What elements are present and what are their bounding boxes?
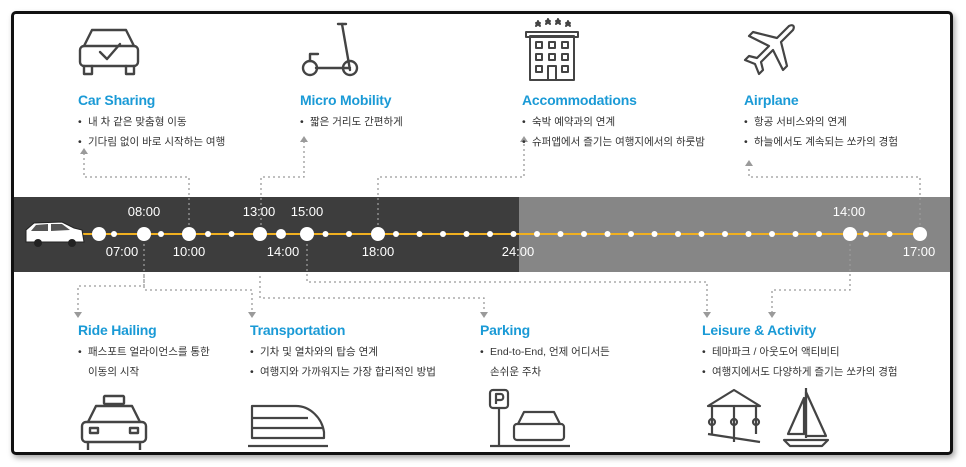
taxi-icon [80, 394, 148, 450]
timeline-dot [792, 231, 799, 237]
timeline-dot [534, 231, 540, 237]
bullet: 숙박 예약과의 연계 [522, 112, 705, 132]
timeline-dot [816, 231, 822, 237]
timeline-dot [628, 231, 634, 237]
section-leisure-activity: Leisure & Activity 테마파크 / 아웃도어 액티비티 여행지에… [702, 322, 898, 382]
timeline-dot [722, 231, 728, 237]
connector-car-sharing [83, 154, 190, 230]
airplane-icon [743, 24, 795, 76]
timeline-dot [581, 231, 587, 237]
section-transportation: Transportation 기차 및 열차와의 탑승 연계 여행지와 가까워지… [250, 322, 436, 382]
connector-transportation [143, 276, 253, 312]
carousel-sailboat-icon [706, 388, 830, 448]
section-title: Airplane [744, 92, 799, 108]
node-1700-day2 [913, 227, 927, 241]
timeline-dot [416, 231, 423, 237]
timeline-dot [675, 231, 681, 237]
timeline-dot [863, 231, 869, 237]
bullet: 슈퍼앱에서 즐기는 여행지에서의 하룻밤 [522, 132, 705, 152]
car-icon [25, 221, 85, 247]
node-0700 [92, 227, 106, 241]
bullet: 기차 및 열차와의 탑승 연계 [250, 342, 436, 362]
timeline-dot [769, 231, 775, 237]
time-1400: 14:00 [266, 244, 300, 259]
node-1800 [371, 227, 385, 241]
section-title: Micro Mobility [300, 92, 392, 108]
bullet: 패스포트 얼라이언스를 통한 [78, 342, 210, 362]
section-title: Car Sharing [78, 92, 156, 108]
section-title: Parking [480, 322, 530, 338]
connector-accommodations [377, 142, 525, 230]
section-title: Accommodations [522, 92, 637, 108]
timeline-dot [745, 231, 752, 237]
time-0700: 07:00 [105, 244, 139, 259]
timeline-dot [604, 231, 611, 237]
time-1800: 18:00 [361, 244, 395, 259]
timeline-dot [651, 231, 658, 237]
section-title: Leisure & Activity [702, 322, 817, 338]
connector-leisure-b [771, 234, 851, 312]
node-1500 [300, 227, 314, 241]
timeline-dot [886, 231, 893, 237]
node-1400 [276, 229, 286, 239]
timeline-dot [322, 231, 329, 237]
timeline-major-nodes [92, 227, 927, 241]
node-1300 [253, 227, 267, 241]
bullet: 항공 서비스와의 연계 [744, 112, 898, 132]
connector-ride-hailing [77, 234, 145, 312]
timeline-dot [111, 231, 117, 237]
bullet-continuation: 손쉬운 주차 [490, 366, 542, 378]
node-0800 [137, 227, 151, 241]
timeline-dot [487, 231, 493, 237]
node-1000 [182, 227, 196, 241]
node-1400-day2 [843, 227, 857, 241]
bullet: 여행지에서도 다양하게 즐기는 쏘카의 경험 [702, 362, 898, 382]
connector-parking [259, 276, 485, 312]
bullet: 여행지와 가까워지는 가장 합리적인 방법 [250, 362, 436, 382]
bullet: 내 차 같은 맞춤형 이동 [78, 112, 225, 132]
section-airplane: Airplane 항공 서비스와의 연계 하늘에서도 계속되는 쏘카의 경험 [744, 92, 898, 152]
time-1500: 15:00 [290, 204, 324, 219]
car-check-icon [78, 28, 140, 76]
timeline-dot [440, 231, 446, 237]
bullet: 기다림 없이 바로 시작하는 여행 [78, 132, 225, 152]
timeline-dot [346, 231, 352, 237]
bullet: 하늘에서도 계속되는 쏘카의 경험 [744, 132, 898, 152]
connector-micro-mobility [260, 142, 305, 230]
time-1400-day2: 14:00 [832, 204, 866, 219]
timeline-dot [228, 231, 235, 237]
timeline-dot [205, 231, 211, 237]
timeline-dots [111, 231, 893, 237]
timeline-dot [463, 231, 470, 237]
timeline-road [25, 221, 927, 247]
kick-scooter-icon [301, 22, 359, 77]
time-0800: 08:00 [127, 204, 161, 219]
section-ride-hailing: Ride Hailing 패스포트 얼라이언스를 통한 이동의 시작 [78, 322, 210, 382]
hotel-icon [525, 18, 579, 81]
section-car-sharing: Car Sharing 내 차 같은 맞춤형 이동 기다림 없이 바로 시작하는… [78, 92, 225, 152]
timeline-dot [158, 231, 164, 237]
time-1700: 17:00 [902, 244, 936, 259]
section-title: Ride Hailing [78, 322, 157, 338]
section-parking: Parking End-to-End, 언제 어디서든 손쉬운 주차 [480, 322, 610, 382]
timeline-dot [557, 231, 564, 237]
bullet: End-to-End, 언제 어디서든 [480, 342, 610, 362]
journey-diagram: 08:00 13:00 15:00 14:00 07:00 10:00 14:0… [11, 11, 953, 455]
time-2400: 24:00 [501, 244, 535, 259]
timeline-dot [393, 231, 399, 237]
bullet: 테마파크 / 아웃도어 액티비티 [702, 342, 898, 362]
bullet: 짧은 거리도 간편하게 [300, 112, 403, 132]
timeline-dot [698, 231, 705, 237]
section-accommodations: Accommodations 숙박 예약과의 연계 슈퍼앱에서 즐기는 여행지에… [522, 92, 705, 152]
train-icon [248, 404, 328, 448]
connector-airplane [748, 166, 921, 230]
timeline-dot [510, 231, 517, 237]
section-title: Transportation [250, 322, 346, 338]
time-1000: 10:00 [172, 244, 206, 259]
section-micro-mobility: Micro Mobility 짧은 거리도 간편하게 [300, 92, 403, 132]
parking-car-icon [488, 388, 570, 448]
time-1300: 13:00 [242, 204, 276, 219]
bullet-continuation: 이동의 시작 [88, 366, 140, 378]
